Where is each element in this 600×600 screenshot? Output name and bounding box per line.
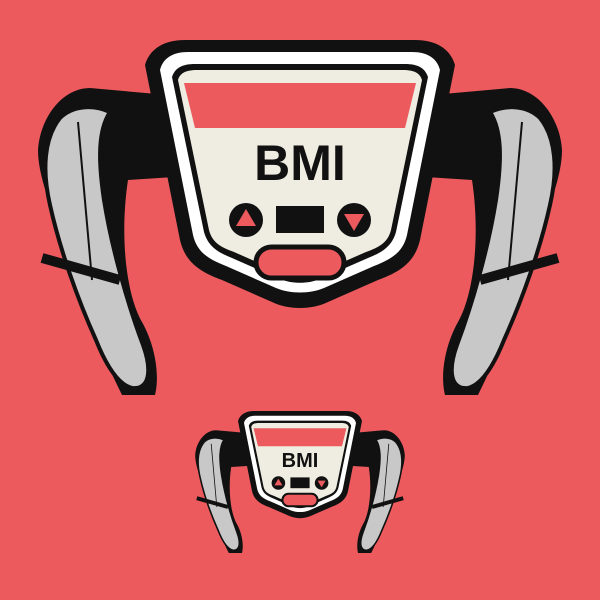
bmi-label-large: BMI bbox=[254, 135, 346, 191]
large-bmi-device: BMI bbox=[38, 40, 562, 395]
bmi-label-small: BMI bbox=[282, 450, 319, 472]
small-bmi-device: BMI bbox=[195, 411, 405, 553]
